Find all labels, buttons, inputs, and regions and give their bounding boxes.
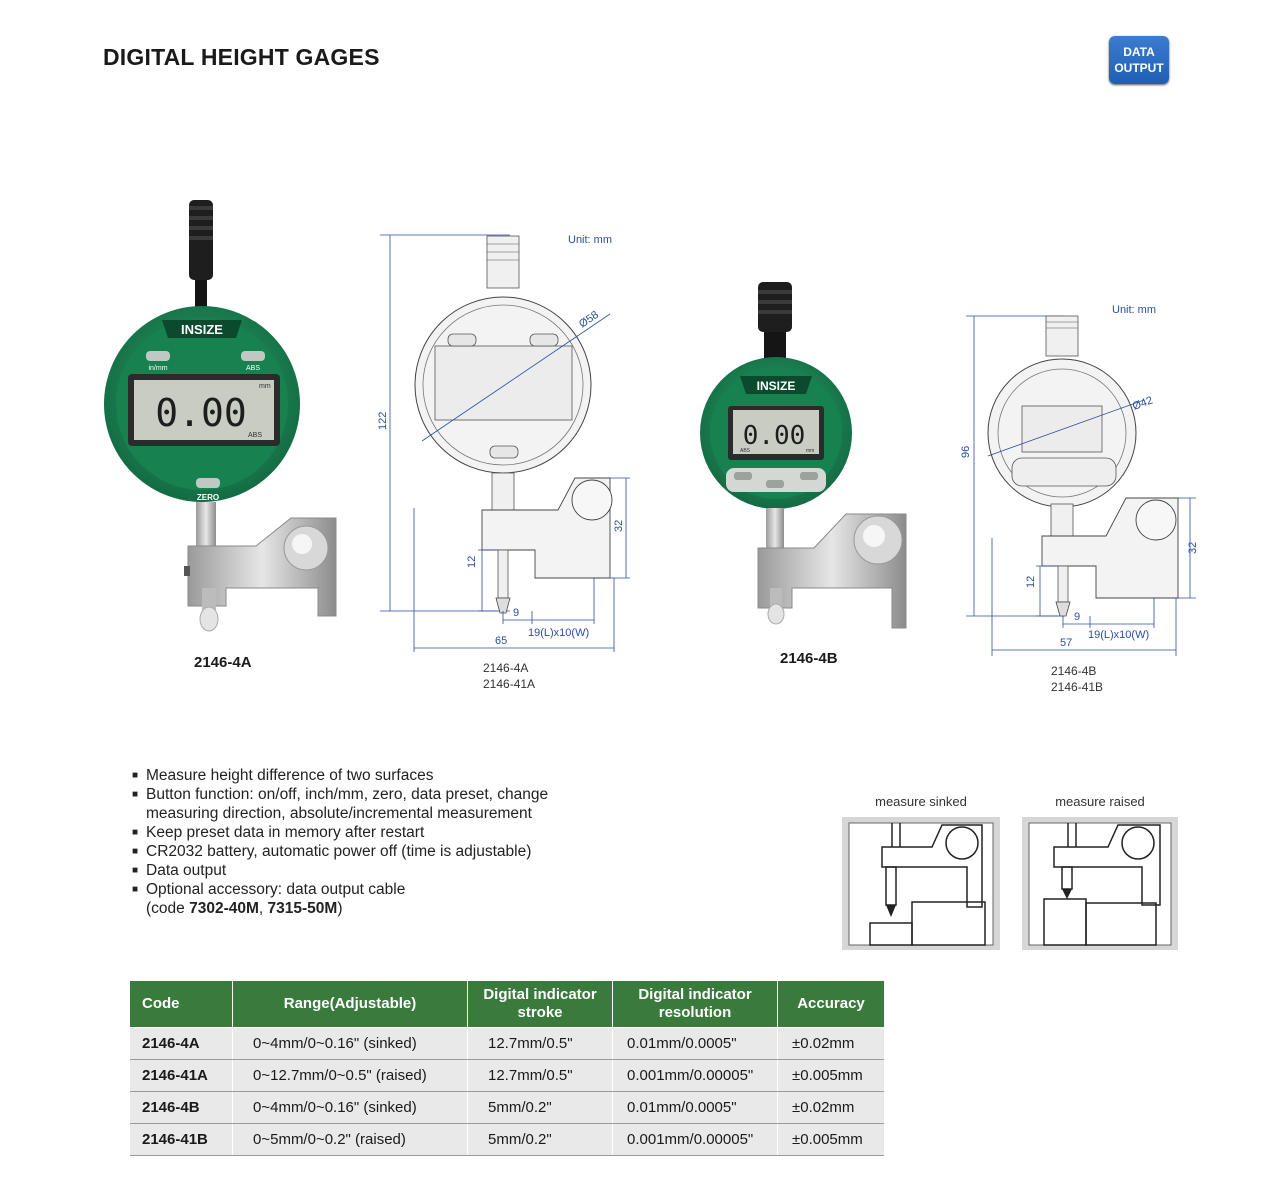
- cell-stroke: 5mm/0.2": [467, 1091, 613, 1124]
- dim-65: 65: [495, 635, 507, 647]
- data-output-badge: DATA OUTPUT: [1109, 36, 1169, 84]
- height-dimension: 122: [377, 412, 389, 430]
- lcd-unit: mm: [806, 448, 814, 454]
- drawing-code: 2146-4A: [483, 661, 529, 675]
- dim-12: 12: [466, 556, 478, 568]
- col-header-accuracy: Accuracy: [777, 981, 884, 1028]
- model-label-2146-4b: 2146-4B: [780, 650, 838, 667]
- cell-code: 2146-41A: [130, 1059, 233, 1092]
- dim-9: 9: [1074, 611, 1080, 623]
- badge-line1: DATA: [1123, 45, 1155, 59]
- height-dimension: 96: [960, 446, 972, 458]
- dim-57: 57: [1060, 637, 1072, 649]
- drawing-code: 2146-4B: [1051, 664, 1097, 678]
- lcd-abs: ABS: [248, 432, 262, 439]
- sketch-measure-raised: [1022, 817, 1178, 950]
- table-row: 2146-4A 0~4mm/0~0.16" (sinked) 12.7mm/0.…: [130, 1027, 884, 1060]
- table-row: 2146-4B 0~4mm/0~0.16" (sinked) 5mm/0.2" …: [130, 1091, 884, 1124]
- diameter-dimension: Ø42: [1131, 394, 1155, 412]
- cell-accuracy: ±0.02mm: [777, 1091, 884, 1124]
- cell-code: 2146-4B: [130, 1091, 233, 1124]
- cell-range: 0~12.7mm/0~0.5" (raised): [232, 1059, 468, 1092]
- bullet-icon: ■: [132, 846, 139, 857]
- cell-stroke: 5mm/0.2": [467, 1123, 613, 1156]
- product-image-2146-4a: INSIZE in/mm ABS 0.00 mm ABS ZERO: [104, 200, 337, 632]
- feature-list: ■Measure height difference of two surfac…: [132, 766, 548, 918]
- feature-continuation: measuring direction, absolute/incrementa…: [146, 805, 532, 822]
- cell-range: 0~4mm/0~0.16" (sinked): [232, 1027, 468, 1060]
- lcd-unit: mm: [259, 383, 271, 390]
- col-header-range: Range(Adjustable): [232, 981, 468, 1028]
- drawing-codes-b: 2146-4B 2146-41B: [1051, 663, 1103, 695]
- cell-range: 0~4mm/0~0.16" (sinked): [232, 1091, 468, 1124]
- drawing-code: 2146-41B: [1051, 680, 1104, 694]
- diameter-dimension: Ø58: [577, 309, 601, 331]
- dimension-drawing-2146-4b: Unit: mm 96 Ø42 32 12 9 19(L)x10(W) 57: [960, 304, 1199, 656]
- model-label-2146-4a: 2146-4A: [194, 654, 252, 671]
- dim-32: 32: [613, 520, 625, 532]
- in-mm-button-label: in/mm: [148, 365, 167, 372]
- cell-range: 0~5mm/0~0.2" (raised): [232, 1123, 468, 1156]
- zero-button-label: ZERO: [197, 493, 219, 502]
- feature-item: ■Button function: on/off, inch/mm, zero,…: [132, 786, 549, 803]
- bullet-icon: ■: [132, 770, 139, 781]
- sketch-caption-raised: measure raised: [1055, 794, 1145, 809]
- col-header-resolution: Digital indicator resolution: [612, 981, 778, 1028]
- contact-dimension: 19(L)x10(W): [1088, 629, 1149, 641]
- unit-label: Unit: mm: [1112, 304, 1156, 316]
- cell-resolution: 0.001mm/0.00005": [612, 1059, 778, 1092]
- badge-line2: OUTPUT: [1114, 61, 1164, 75]
- sketch-measure-sinked: [842, 817, 1000, 950]
- product-image-2146-4b: INSIZE 0.00 ABS mm: [700, 282, 907, 629]
- col-header-stroke: Digital indicator stroke: [467, 981, 613, 1028]
- cell-accuracy: ±0.02mm: [777, 1027, 884, 1060]
- brand-logo: INSIZE: [757, 379, 796, 393]
- bullet-icon: ■: [132, 884, 139, 895]
- table-row: 2146-41B 0~5mm/0~0.2" (raised) 5mm/0.2" …: [130, 1123, 884, 1156]
- cell-resolution: 0.001mm/0.00005": [612, 1123, 778, 1156]
- cell-accuracy: ±0.005mm: [777, 1123, 884, 1156]
- lcd-reading: 0.00: [155, 391, 247, 435]
- feature-item: ■Data output: [132, 862, 227, 879]
- lcd-reading: 0.00: [743, 421, 806, 451]
- sketch-caption-sinked: measure sinked: [875, 794, 967, 809]
- dimension-drawing-2146-4a: Unit: mm 122 Ø58 32 12 9 19(L)x10(W) 65: [377, 234, 630, 652]
- brand-logo: INSIZE: [181, 322, 223, 337]
- dim-12: 12: [1025, 576, 1037, 588]
- drawing-code: 2146-41A: [483, 677, 536, 691]
- feature-item: ■Keep preset data in memory after restar…: [132, 824, 425, 841]
- cell-code: 2146-41B: [130, 1123, 233, 1156]
- cell-resolution: 0.01mm/0.0005": [612, 1027, 778, 1060]
- col-header-code: Code: [130, 981, 233, 1028]
- page-title: DIGITAL HEIGHT GAGES: [103, 44, 380, 70]
- cell-stroke: 12.7mm/0.5": [467, 1059, 613, 1092]
- unit-label: Unit: mm: [568, 234, 612, 246]
- bullet-icon: ■: [132, 789, 139, 800]
- bullet-icon: ■: [132, 865, 139, 876]
- drawing-codes-a: 2146-4A 2146-41A: [483, 660, 535, 692]
- dim-32: 32: [1187, 542, 1199, 554]
- feature-item: ■Optional accessory: data output cable: [132, 881, 406, 898]
- lcd-abs: ABS: [740, 448, 751, 454]
- abs-button-label: ABS: [246, 365, 260, 372]
- spec-table: Code Range(Adjustable) Digital indicator…: [130, 981, 884, 1156]
- feature-item: ■Measure height difference of two surfac…: [132, 767, 434, 784]
- cell-code: 2146-4A: [130, 1027, 233, 1060]
- bullet-icon: ■: [132, 827, 139, 838]
- accessory-codes: (code 7302-40M, 7315-50M): [146, 900, 343, 917]
- dim-9: 9: [513, 607, 519, 619]
- cell-resolution: 0.01mm/0.0005": [612, 1091, 778, 1124]
- cell-stroke: 12.7mm/0.5": [467, 1027, 613, 1060]
- table-row: 2146-41A 0~12.7mm/0~0.5" (raised) 12.7mm…: [130, 1059, 884, 1092]
- cell-accuracy: ±0.005mm: [777, 1059, 884, 1092]
- table-header-row: Code Range(Adjustable) Digital indicator…: [130, 981, 884, 1028]
- feature-item: ■CR2032 battery, automatic power off (ti…: [132, 843, 532, 860]
- contact-dimension: 19(L)x10(W): [528, 627, 589, 639]
